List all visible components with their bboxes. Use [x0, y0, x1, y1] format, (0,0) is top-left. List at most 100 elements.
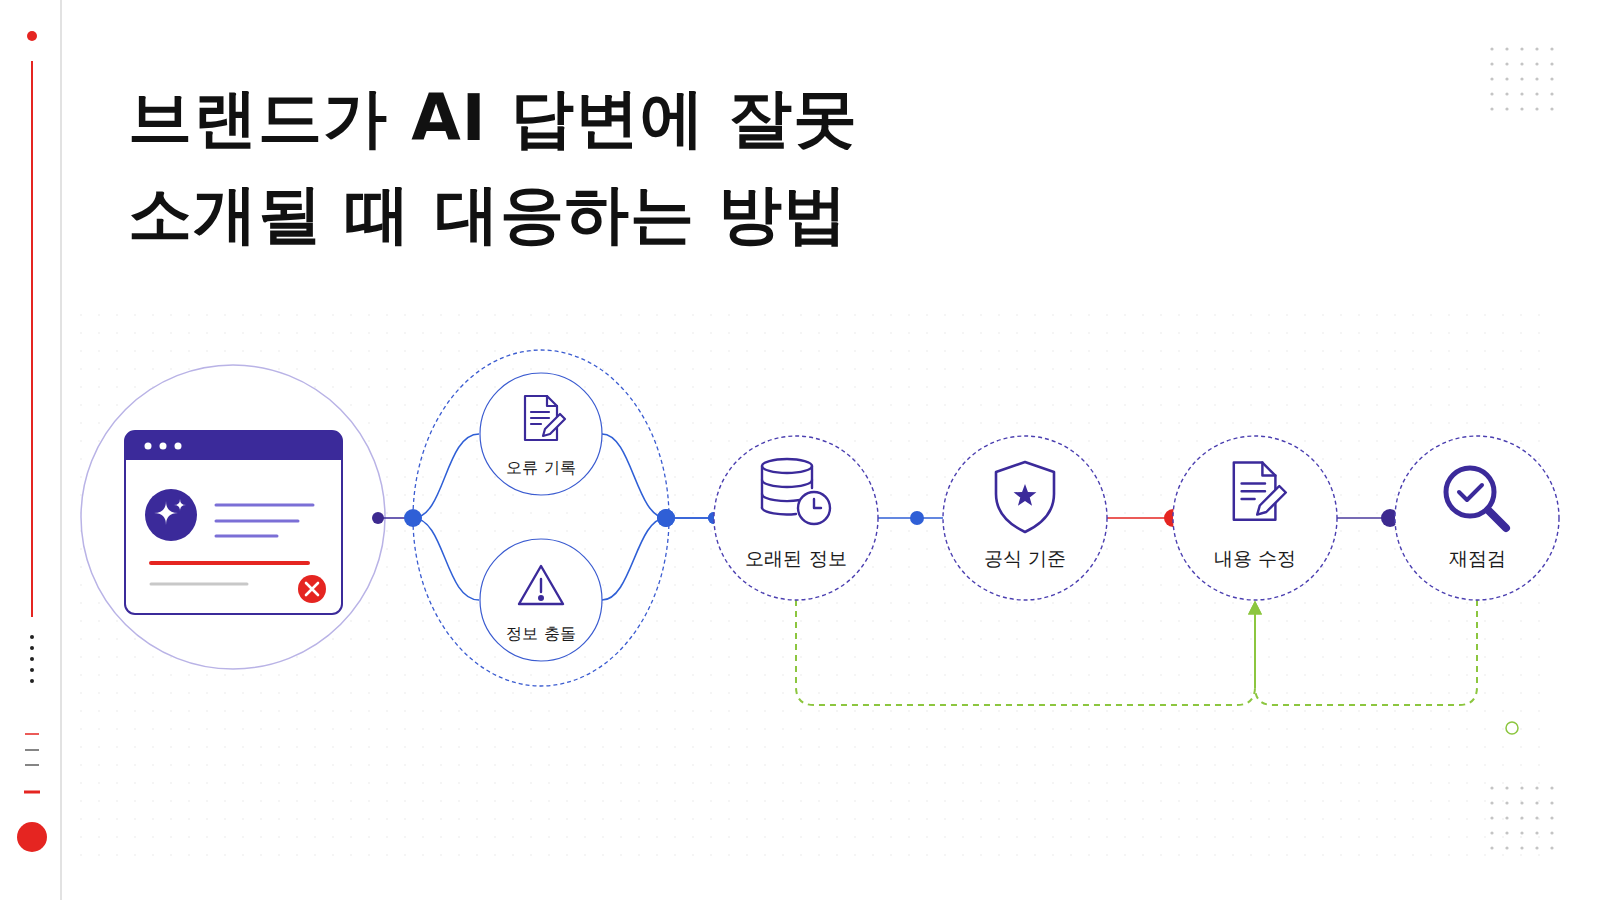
dot-grid	[1505, 47, 1508, 50]
dot-grid	[1490, 77, 1493, 80]
ai-answer-illustration	[216, 520, 298, 523]
dot-grid	[1535, 92, 1538, 95]
dot-grid	[1535, 77, 1538, 80]
magnifier-check-icon	[1459, 485, 1482, 500]
circle-outline	[1394, 435, 1560, 601]
dot-grid	[1520, 62, 1523, 65]
ai-answer-illustration	[151, 583, 247, 586]
dot-grid	[1490, 816, 1493, 819]
dot-grid	[1550, 786, 1553, 789]
dot-grid	[1505, 786, 1508, 789]
dot-grid	[1520, 846, 1523, 849]
flow-connector	[602, 518, 714, 600]
dot-grid	[1520, 47, 1523, 50]
ai-answer-illustration	[216, 535, 277, 538]
dot-grid	[1520, 801, 1523, 804]
dot-grid	[1535, 786, 1538, 789]
circle-outline	[480, 373, 602, 495]
feedback-arrow	[796, 600, 1255, 705]
side-rail	[25, 764, 39, 765]
group-outline	[413, 350, 669, 686]
side-rail	[25, 749, 39, 750]
dot-grid	[1490, 62, 1493, 65]
side-rail	[17, 822, 47, 852]
ai-answer-illustration	[81, 365, 385, 669]
dot-grid	[1505, 107, 1508, 110]
side-rail	[25, 733, 39, 735]
junction-dot	[910, 511, 924, 525]
database-clock-icon	[762, 508, 796, 514]
dot-grid	[1520, 92, 1523, 95]
side-rail	[30, 679, 34, 683]
database-clock-icon	[762, 459, 830, 524]
dot-grid	[1535, 62, 1538, 65]
circle-outline	[479, 372, 603, 496]
document-edit-icon	[531, 412, 549, 424]
magnifier-check-icon	[1488, 510, 1506, 528]
dot-grid	[1550, 47, 1553, 50]
ai-answer-illustration	[151, 561, 308, 565]
dot-grid	[1520, 786, 1523, 789]
dot-grid	[1535, 831, 1538, 834]
warning-icon	[540, 579, 542, 592]
dot-grid	[1490, 107, 1493, 110]
warning-icon	[519, 566, 563, 604]
warning-icon	[539, 596, 543, 600]
dot-grid	[1505, 77, 1508, 80]
circle-outline	[1395, 436, 1559, 600]
ai-answer-illustration	[175, 443, 182, 450]
ai-answer-illustration	[125, 448, 342, 460]
circle-outline	[942, 435, 1108, 601]
ai-answer-illustration	[125, 431, 342, 614]
dot-grid	[1550, 107, 1553, 110]
dot-grid	[1490, 47, 1553, 110]
side-rail	[30, 635, 34, 639]
step-circle: 내용 수정	[1172, 435, 1338, 601]
shield-star-icon	[996, 462, 1054, 532]
split-wire	[413, 518, 479, 600]
split-wire	[372, 434, 479, 600]
step-circle: 공식 기준	[942, 435, 1108, 601]
step-circle: 오류 기록	[479, 372, 603, 496]
document-edit-icon	[1234, 463, 1286, 520]
side-rail	[30, 657, 34, 661]
side-rail	[60, 0, 62, 900]
document-edit-icon	[547, 396, 557, 406]
ai-answer-illustration	[145, 443, 152, 450]
ai-answer-illustration	[125, 431, 342, 460]
step-circle: 오래된 정보	[713, 435, 879, 601]
side-rail	[30, 646, 34, 650]
dot-grid	[1490, 846, 1493, 849]
magnifier-check-icon	[1446, 468, 1494, 516]
circle-outline	[1172, 435, 1338, 601]
side-rail	[17, 0, 61, 900]
dot-grid	[1520, 816, 1523, 819]
step-circle: 재점검	[1394, 435, 1560, 601]
step-label: 내용 수정	[1172, 547, 1338, 569]
dot-grid	[1490, 831, 1493, 834]
dot-grid	[1550, 801, 1553, 804]
dot-grid	[1535, 846, 1538, 849]
circle-outline	[480, 539, 602, 661]
dot-grid	[1550, 846, 1553, 849]
background-grid	[80, 300, 1540, 860]
ai-answer-illustration	[154, 501, 178, 525]
database-clock-icon	[798, 492, 830, 524]
document-edit-icon	[1257, 486, 1286, 515]
ai-answer-illustration	[81, 365, 385, 669]
junction-dot	[657, 509, 675, 527]
ai-answer-illustration	[216, 504, 313, 507]
flow-connector	[602, 434, 714, 518]
database-clock-icon	[814, 499, 821, 508]
document-edit-icon	[525, 396, 565, 440]
ai-answer-illustration	[174, 499, 186, 511]
ai-answer-illustration	[298, 575, 326, 603]
warning-icon	[519, 566, 563, 604]
step-label: 오류 기록	[479, 457, 603, 479]
dot-grid	[1550, 62, 1553, 65]
side-rail	[27, 31, 37, 41]
dot-grid	[1550, 831, 1553, 834]
circle-outline	[479, 538, 603, 662]
document-edit-icon	[1234, 463, 1276, 520]
dot-grid	[1490, 801, 1493, 804]
